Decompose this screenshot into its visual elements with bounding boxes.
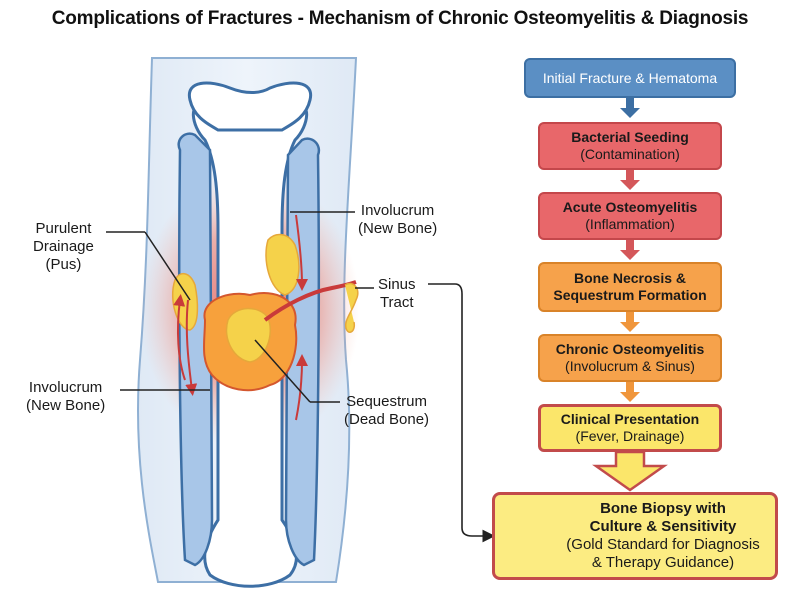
sinus-to-biopsy-connector (428, 283, 496, 543)
label-sequestrum: Sequestrum (Dead Bone) (344, 393, 430, 428)
step-clinical-presentation: Clinical Presentation (Fever, Drainage) (538, 404, 722, 452)
step-bone-biopsy: Bone Biopsy with Culture & Sensitivity (… (492, 492, 778, 580)
flow-arrows (592, 98, 668, 492)
sinus-drip (344, 282, 359, 333)
step-chronic-osteomyelitis: Chronic Osteomyelitis (Involucrum & Sinu… (538, 334, 722, 382)
step-initial-fracture: Initial Fracture & Hematoma (524, 58, 736, 98)
sequestrum-core (225, 307, 271, 363)
step-bacterial-seeding: Bacterial Seeding (Contamination) (538, 122, 722, 170)
label-sinus-tract: Sinus Tract (378, 276, 416, 311)
bone-head (187, 81, 313, 132)
step-acute-osteomyelitis: Acute Osteomyelitis (Inflammation) (538, 192, 722, 240)
page-title: Complications of Fractures - Mechanism o… (51, 8, 749, 29)
label-involucrum-left: Involucrum (New Bone) (26, 379, 106, 414)
label-involucrum-top: Involucrum (New Bone) (358, 202, 438, 237)
label-purulent-drainage: Purulent Drainage (Pus) (33, 220, 94, 273)
step-bone-necrosis: Bone Necrosis & Sequestrum Formation (538, 262, 722, 312)
pus-right (265, 233, 300, 296)
